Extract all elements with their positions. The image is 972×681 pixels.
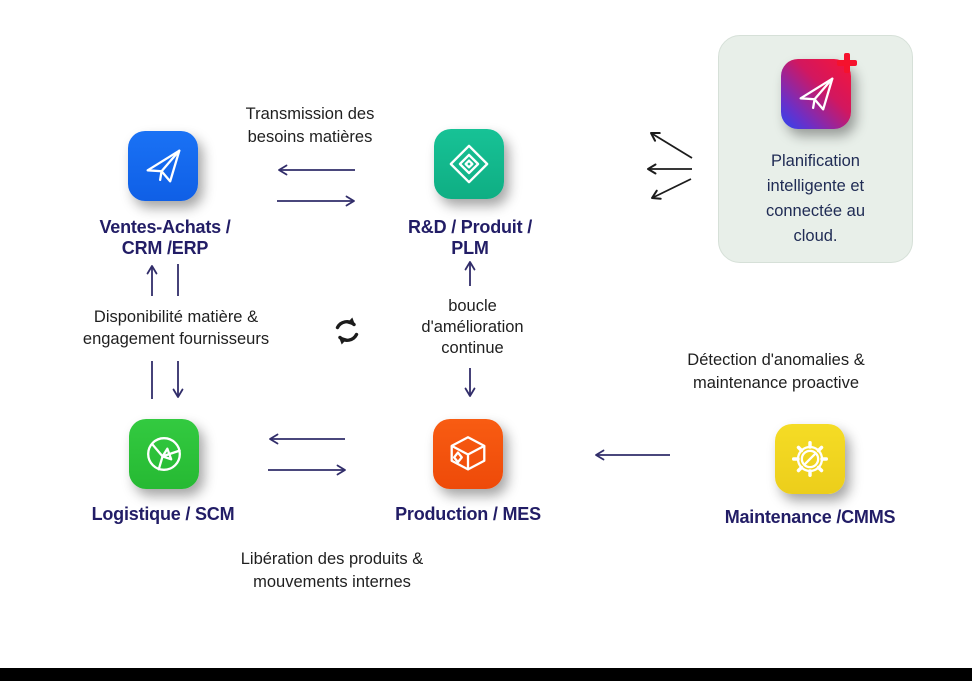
boucle-label: boucle d'amélioration continue	[421, 297, 524, 357]
plus-icon	[836, 53, 857, 73]
diamond-icon	[434, 129, 504, 199]
arrow-card-downleft	[651, 178, 692, 200]
maintenance-label: Maintenance /CMMS	[724, 507, 896, 527]
cycle-icon	[335, 317, 359, 345]
detection-label: Détection d'anomalies & maintenance proa…	[687, 351, 865, 392]
cube-icon	[433, 419, 503, 489]
transmission-label: Transmission des besoins matières	[245, 105, 375, 146]
gear-icon	[775, 424, 845, 494]
bottom-bar	[0, 668, 972, 681]
wheel-icon	[129, 419, 199, 489]
rd-produit-label: R&D / Produit / PLM	[408, 217, 532, 258]
cloud-planning-card: Planification intelligente et connectée …	[718, 35, 913, 263]
cloud-card-text: Planification intelligente et connectée …	[765, 152, 866, 245]
paper-plane-plus-icon	[780, 53, 857, 129]
disponibilite-label: Disponibilité matière & engagement fourn…	[82, 308, 270, 348]
production-label: Production / MES	[395, 504, 541, 524]
ventes-achats-label: Ventes-Achats / CRM /ERP	[99, 217, 231, 258]
arrow-card-upleft	[650, 132, 693, 159]
paper-plane-icon	[128, 131, 198, 201]
logistique-label: Logistique / SCM	[91, 504, 235, 524]
liberation-label: Libération des produits & mouvements int…	[240, 550, 424, 591]
